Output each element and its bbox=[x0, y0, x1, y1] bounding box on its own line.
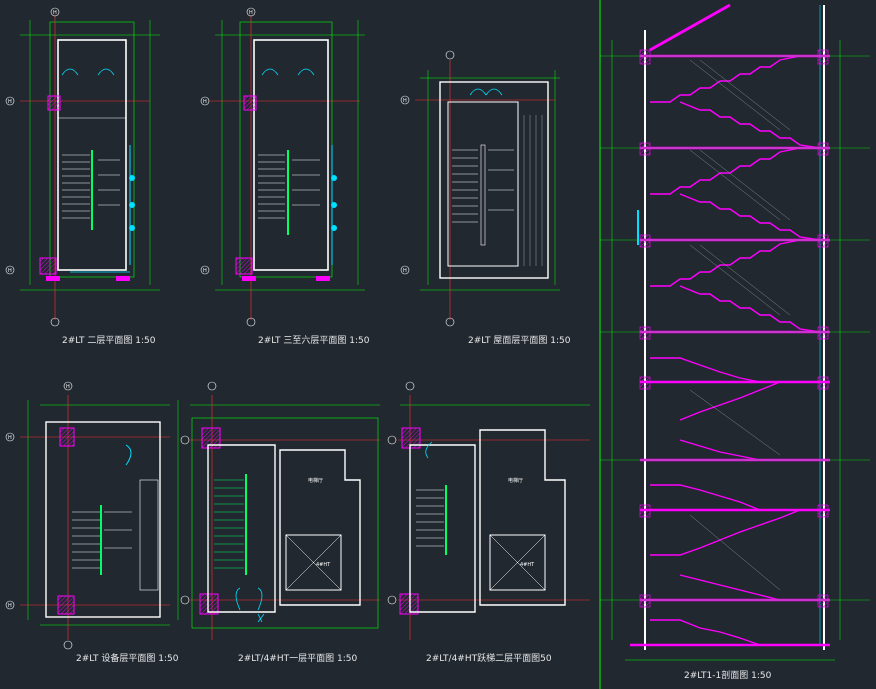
section-1-1 bbox=[600, 3, 870, 661]
drawing-captions: 2#LT 二层平面图 1:50 2#LT 三至六层平面图 1:50 2#LT 屋… bbox=[62, 334, 772, 681]
elevator-shaft-label-2f: 4#HT bbox=[520, 562, 535, 568]
grid-bubbles bbox=[5, 7, 455, 650]
bubble-h: H bbox=[403, 98, 407, 104]
bubble-h: H bbox=[66, 384, 70, 390]
elevator-shaft-label-1f: 4#HT bbox=[316, 562, 331, 568]
plan-lt4ht-2f: 4#HT 电梯厅 bbox=[398, 395, 590, 640]
bubble-h: H bbox=[203, 99, 207, 105]
bubble-h: H bbox=[8, 268, 12, 274]
elevator-room-label-2f: 电梯厅 bbox=[508, 477, 523, 484]
bubble-h: H bbox=[8, 99, 12, 105]
grid-bubble-letters: H H H H H H H H H H H bbox=[8, 10, 407, 609]
caption-plan-equipment: 2#LT 设备层平面图 1:50 bbox=[76, 652, 179, 664]
plan-3-6f bbox=[210, 15, 365, 320]
caption-plan-2f: 2#LT 二层平面图 1:50 bbox=[62, 335, 156, 346]
caption-plan-roof: 2#LT 屋面层平面图 1:50 bbox=[468, 335, 571, 346]
plan-roof bbox=[415, 60, 560, 320]
bubble-h: H bbox=[203, 268, 207, 274]
bubble-h: H bbox=[249, 10, 253, 16]
bubble-h: H bbox=[8, 603, 12, 609]
elevator-room-label-1f: 电梯厅 bbox=[308, 477, 323, 484]
bubble-h: H bbox=[53, 10, 57, 16]
plan-lt4ht-1f: 4#HT 电梯厅 bbox=[190, 395, 380, 640]
plan-2f bbox=[20, 15, 160, 320]
caption-plan-3-6f: 2#LT 三至六层平面图 1:50 bbox=[258, 334, 370, 346]
bubble-h: H bbox=[8, 435, 12, 441]
plan-equipment bbox=[20, 395, 179, 640]
caption-plan-lt4ht-1f: 2#LT/4#HT一层平面图 1:50 bbox=[238, 653, 357, 664]
caption-section-1-1: 2#LT1-1剖面图 1:50 bbox=[684, 669, 772, 681]
bubble-h: H bbox=[403, 268, 407, 274]
caption-plan-lt4ht-2f: 2#LT/4#HT跃梯二层平面图50 bbox=[426, 652, 552, 664]
